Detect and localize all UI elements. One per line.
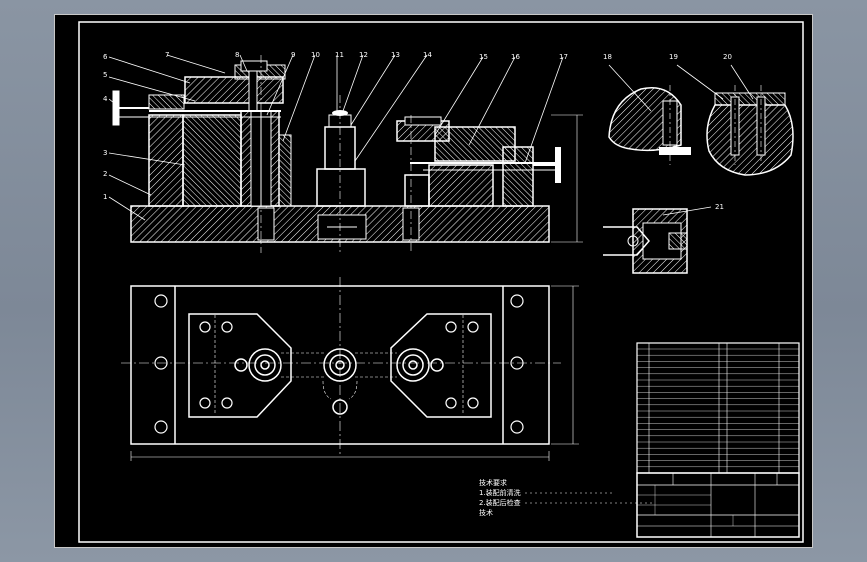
callout-16: 16	[511, 53, 520, 61]
callout-3: 3	[103, 149, 107, 157]
callout-9: 9	[291, 51, 295, 59]
right-handle	[555, 147, 561, 183]
drawing-sheet: 1 2 3 4 5 6 7 8 9 10 11 12 13 14 15 16 1…	[54, 14, 813, 548]
callout-8: 8	[235, 51, 239, 59]
notes-line-1: 1.装配前清洗	[479, 488, 521, 497]
title-block	[636, 472, 800, 538]
cad-drawing: 1 2 3 4 5 6 7 8 9 10 11 12 13 14 15 16 1…	[78, 21, 804, 543]
callout-15: 15	[479, 53, 488, 61]
left-handle	[112, 90, 120, 126]
detail-view-21	[603, 206, 712, 274]
callout-12: 12	[359, 51, 368, 59]
technical-notes: 技术要求 1.装配前清洗 2.装配后检查 技术	[479, 478, 655, 517]
leader-lines	[108, 54, 564, 221]
callout-1: 1	[103, 193, 107, 201]
callout-4: 4	[103, 95, 108, 103]
callout-18: 18	[603, 53, 612, 61]
front-section-view	[112, 55, 583, 253]
callout-20: 20	[723, 53, 732, 61]
plan-view	[121, 277, 579, 461]
notes-line-3: 技术	[479, 508, 493, 517]
callout-13: 13	[391, 51, 400, 59]
callout-2: 2	[103, 170, 107, 178]
parts-list	[636, 342, 800, 474]
callout-6: 6	[103, 53, 108, 61]
callout-11: 11	[335, 51, 344, 59]
notes-heading: 技术要求	[479, 478, 507, 487]
callout-10: 10	[311, 51, 320, 59]
notes-line-2: 2.装配后检查	[479, 498, 521, 507]
callout-5: 5	[103, 71, 107, 79]
clamp-arm	[184, 76, 284, 104]
part-callout-labels: 1 2 3 4 5 6 7 8 9 10 11 12 13 14 15 16 1…	[103, 51, 732, 211]
callout-7: 7	[165, 51, 169, 59]
detail-view-19-20	[676, 64, 794, 176]
detail-view-18	[608, 64, 691, 165]
callout-19: 19	[669, 53, 678, 61]
callout-21: 21	[715, 203, 724, 211]
callout-17: 17	[559, 53, 568, 61]
drawing-border	[78, 21, 804, 543]
callout-14: 14	[423, 51, 432, 59]
